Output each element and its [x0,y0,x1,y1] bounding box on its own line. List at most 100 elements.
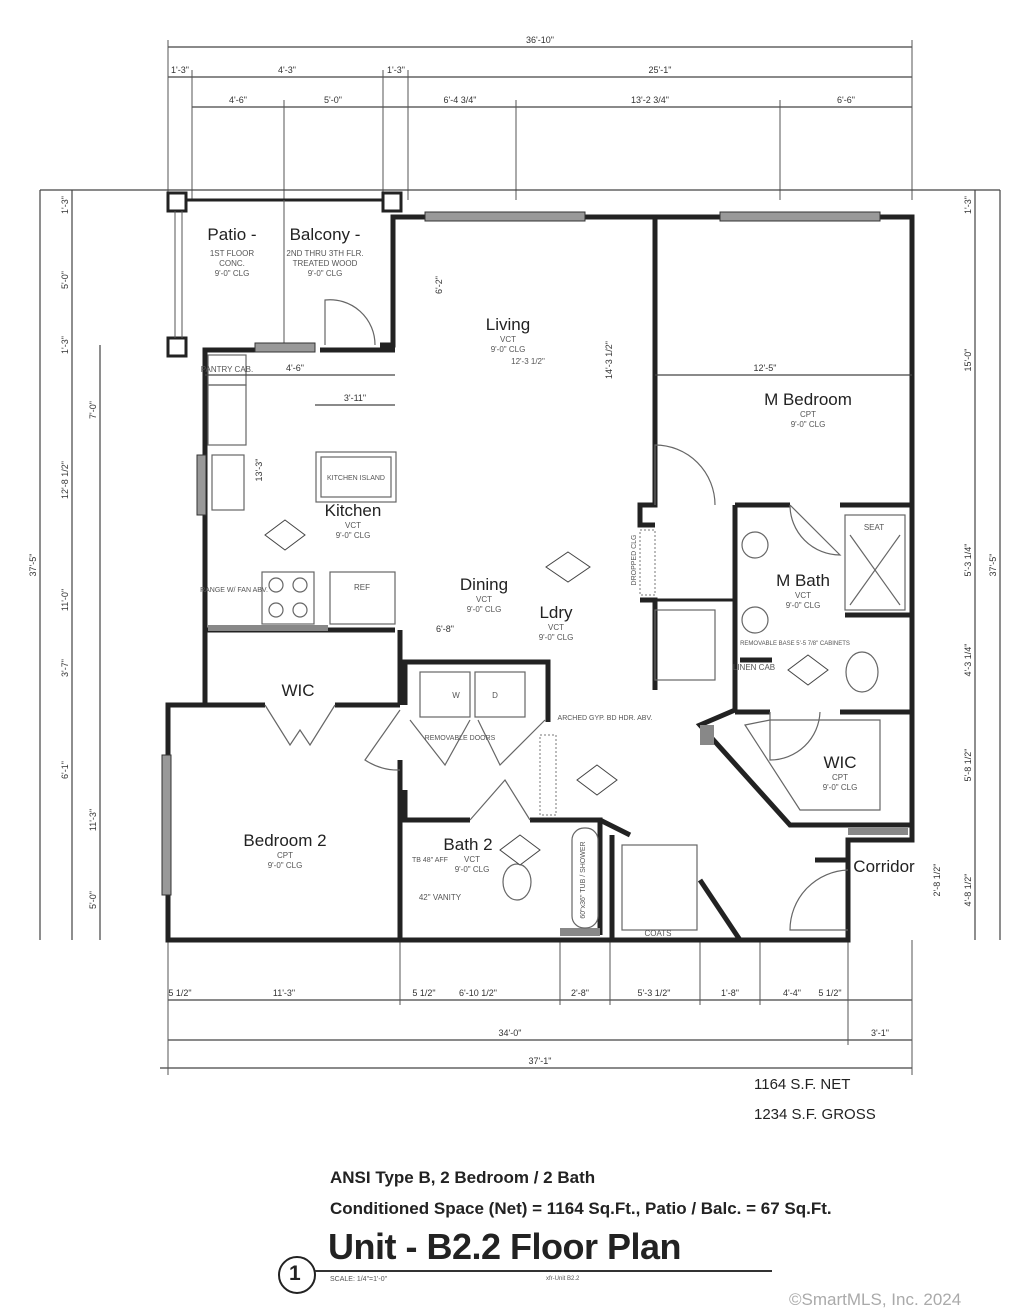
drawing-title: Unit - B2.2 Floor Plan [328,1226,682,1267]
svg-text:9'-0" CLG: 9'-0" CLG [786,601,821,610]
room-label-dining: Dining [460,575,508,594]
dim-text: 1'-3" [60,196,70,214]
dim-text: 5'-0" [324,95,342,105]
svg-text:9'-0" CLG: 9'-0" CLG [491,345,526,354]
dim-text: 13'-2 3/4" [631,95,669,105]
dim-text: 4'-3" [278,65,296,75]
dim-text: 3'-7" [60,659,70,677]
dim-text: 11'-0" [60,589,70,611]
dim-text: 5'-3 1/4" [963,544,973,577]
room-label-master-bedroom: M Bedroom [764,390,852,409]
svg-text:60"x36" TUB / SHOWER: 60"x36" TUB / SHOWER [580,841,587,918]
svg-text:12'-5": 12'-5" [754,363,777,373]
svg-text:CPT: CPT [800,410,816,419]
room-label-balcony: Balcony - [290,225,361,244]
shower [844,514,906,611]
svg-text:VCT: VCT [464,855,480,864]
dim-text: 6'-4 3/4" [444,95,477,105]
dim-text: 11'-3" [273,988,295,998]
svg-text:9'-0" CLG: 9'-0" CLG [336,531,371,540]
fixture-labels: PANTRY CAB. KITCHEN ISLAND RANGE W/ FAN … [200,365,884,938]
dim-text: 5'-0" [60,271,70,289]
room-label-bedroom-2: Bedroom 2 [243,831,326,850]
svg-text:VCT: VCT [500,335,516,344]
area-net: 1164 S.F. NET [754,1076,851,1093]
dim-text: 4'-6" [229,95,247,105]
svg-text:D: D [492,691,498,700]
drawing-number: 1 [289,1262,301,1285]
unit-areas: Conditioned Space (Net) = 1164 Sq.Ft., P… [330,1199,832,1218]
room-labels: Patio - 1ST FLOOR CONC. 9'-0" CLG Balcon… [207,225,915,876]
room-label-kitchen: Kitchen [325,501,382,520]
svg-text:ARCHED GYP. BD HDR. ABV.: ARCHED GYP. BD HDR. ABV. [558,715,653,722]
elevation-tag [545,551,591,583]
interior-dimensions: 4'-6" 3'-11" 12'-5" 14'-3 1/2" 13'-3" 6'… [205,276,912,634]
area-gross: 1234 S.F. GROSS [754,1106,876,1123]
fixtures [207,299,906,931]
bath2-toilet [502,863,532,901]
copyright-watermark: ©SmartMLS, Inc. 2024 [789,1290,962,1309]
top-dimensions: 36'-10" 1'-3" 4'-3" 1'-3" 25'-1" 4'-6" 5… [40,35,1000,200]
room-label-corridor: Corridor [853,857,915,876]
svg-text:4'-6": 4'-6" [286,363,304,373]
svg-text:9'-0" CLG: 9'-0" CLG [539,633,574,642]
svg-text:9'-0" CLG: 9'-0" CLG [823,783,858,792]
dim-text: 25'-1" [649,65,672,75]
svg-text:42" VANITY: 42" VANITY [419,893,462,902]
master-sink-1 [741,531,769,559]
svg-text:13'-3": 13'-3" [254,459,264,482]
elevation-tag [499,834,541,866]
dim-text: 6'-10 1/2" [459,988,497,998]
left-dimensions: 37'-5" 1'-3" 5'-0" 1'-3" 12'-8 1/2" 11'-… [28,190,101,940]
dim-text: 2'-8 1/2" [932,864,942,897]
kitchen-island [315,451,397,503]
svg-text:CPT: CPT [832,773,848,782]
svg-text:6'-2": 6'-2" [434,276,444,294]
dim-text: 1'-8" [721,988,739,998]
svg-text:CPT: CPT [277,851,293,860]
room-label-wic-2: WIC [281,681,314,700]
room-label-master-wic: WIC [823,753,856,772]
dim-text: 5'-0" [88,891,98,909]
dim-text: 5 1/2" [818,988,841,998]
svg-text:REMOVABLE DOORS: REMOVABLE DOORS [425,735,496,742]
dim-text: 4'-3 1/4" [963,644,973,677]
hall-closet-fixture [654,609,716,681]
svg-text:9'-0" CLG: 9'-0" CLG [308,269,343,278]
svg-text:9'-0" CLG: 9'-0" CLG [215,269,250,278]
svg-text:DROPPED CLG: DROPPED CLG [631,535,638,586]
dim-text: 1'-3" [387,65,405,75]
dim-text: 2'-8" [571,988,589,998]
svg-text:RANGE W/ FAN ABV.: RANGE W/ FAN ABV. [200,587,268,594]
right-dimensions: 37'-5" 1'-3" 15'-0" 5'-3 1/4" 4'-3 1/4" … [932,190,1001,940]
dim-text: 1'-3" [963,196,973,214]
svg-text:3'-11": 3'-11" [344,393,366,403]
dim-text: 1'-3" [60,336,70,354]
dim-text: 3'-1" [871,1028,889,1038]
dim-text: 5'-8 1/2" [963,749,973,782]
dim-text: 1'-3" [171,65,189,75]
coats-shelf [621,844,698,931]
master-toilet [845,651,879,693]
svg-text:VCT: VCT [548,623,564,632]
dim-text: 7'-0" [88,401,98,419]
svg-text:9'-0" CLG: 9'-0" CLG [791,420,826,429]
svg-text:LINEN CAB: LINEN CAB [733,663,775,672]
walls [161,211,915,943]
svg-text:2ND THRU 3TH FLR.: 2ND THRU 3TH FLR. [286,249,363,258]
dim-text: 6'-1" [60,761,70,779]
dim-text: 12'-8 1/2" [60,461,70,499]
svg-text:6'-8": 6'-8" [436,624,454,634]
room-label-patio: Patio - [207,225,256,244]
dim-text: 4'-8 1/2" [963,874,973,907]
master-sink-2 [741,606,769,634]
sink [211,454,245,511]
svg-text:W: W [452,691,460,700]
svg-text:REMOVABLE BASE 5'-5 7/8" CABIN: REMOVABLE BASE 5'-5 7/8" CABINETS [740,641,850,647]
dim-overall-depth: 37'-5" [28,554,38,577]
dryer [474,671,526,718]
elevation-tag [264,519,306,551]
bottom-dimensions: 5 1/2" 11'-3" 5 1/2" 6'-10 1/2" 2'-8" 5'… [160,940,913,1075]
room-label-living: Living [486,315,530,334]
range [261,571,315,625]
